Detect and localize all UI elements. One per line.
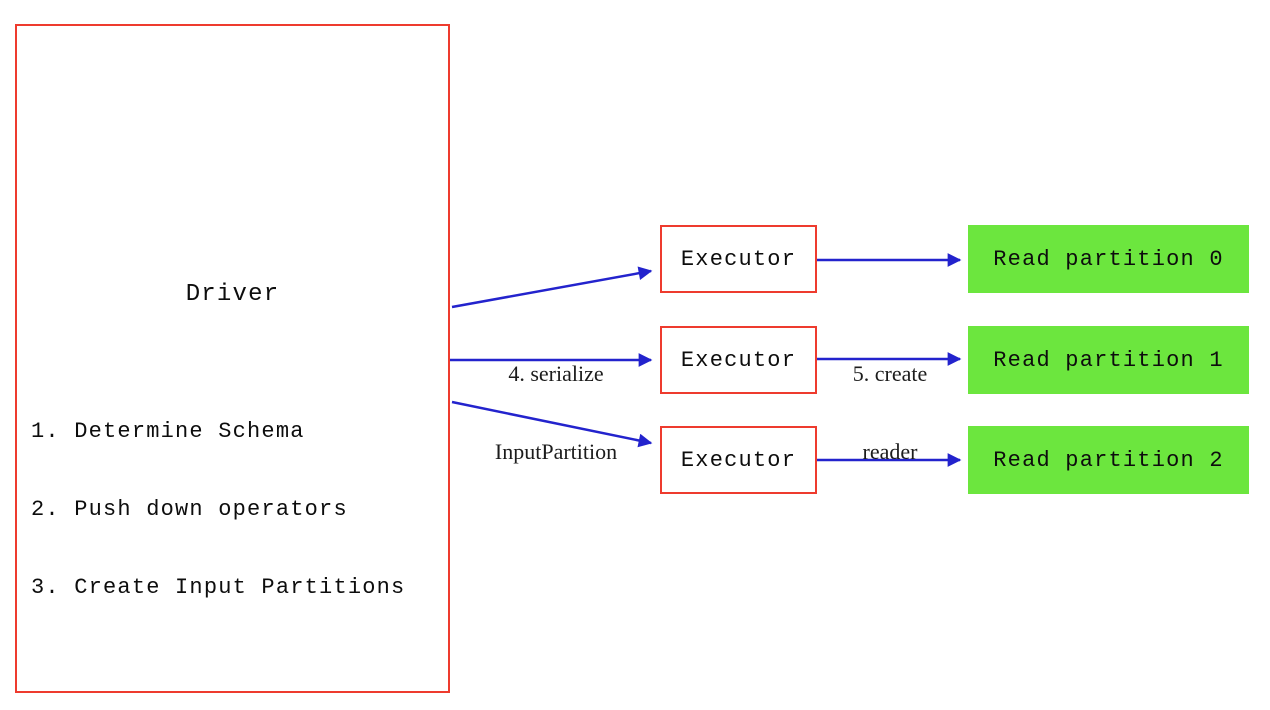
- arrow-driver-to-executor-0: [451, 266, 653, 309]
- edge-label-line: InputPartition: [494, 439, 618, 464]
- partition-label: Read partition 0: [993, 246, 1224, 272]
- edge-label-create-reader: 5. create reader: [780, 309, 1000, 517]
- partition-box-0: Read partition 0: [968, 225, 1249, 293]
- driver-title: Driver: [185, 281, 280, 308]
- driver-step: 1. Determine Schema: [31, 419, 305, 444]
- executor-box-2: Executor: [660, 426, 817, 494]
- partition-label: Read partition 2: [993, 447, 1224, 473]
- edge-label-line: 5. create: [852, 361, 928, 386]
- driver-step: 2. Push down operators: [31, 497, 348, 522]
- executor-label: Executor: [680, 447, 797, 473]
- edge-label-line: 4. serialize: [508, 361, 604, 386]
- partition-label: Read partition 1: [993, 347, 1224, 373]
- driver-box: Driver 1. Determine Schema 2. Push down …: [15, 24, 450, 693]
- edge-label-line: reader: [862, 439, 918, 464]
- executor-box-1: Executor: [660, 326, 817, 394]
- edge-label-serialize-inputpartition: 4. serialize InputPartition: [446, 309, 666, 517]
- partition-box-1: Read partition 1: [968, 326, 1249, 394]
- executor-label: Executor: [680, 347, 797, 373]
- executor-label: Executor: [680, 246, 797, 272]
- driver-step: 3. Create Input Partitions: [31, 575, 406, 600]
- driver-steps-list: 1. Determine Schema 2. Push down operato…: [31, 367, 405, 653]
- partition-box-2: Read partition 2: [968, 426, 1249, 494]
- executor-box-0: Executor: [660, 225, 817, 293]
